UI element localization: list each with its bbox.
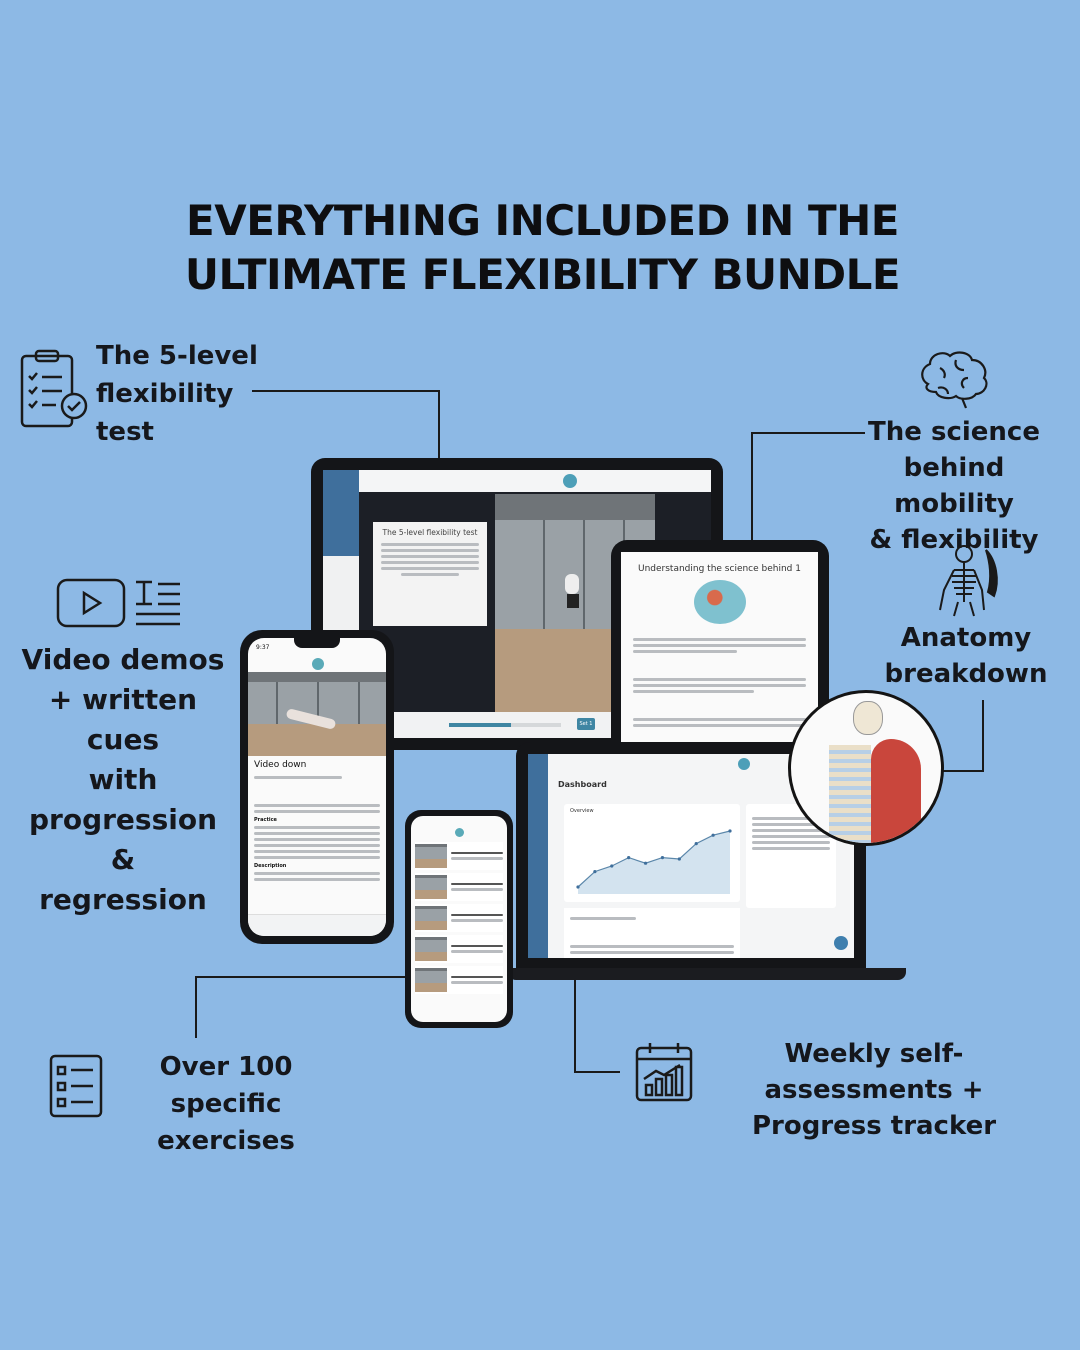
connector-line bbox=[252, 390, 440, 392]
exercise-list-item[interactable] bbox=[415, 873, 503, 901]
chart-point bbox=[627, 856, 631, 860]
chart-point bbox=[593, 870, 597, 874]
feature-video-line: + written cues bbox=[48, 683, 198, 756]
feature-tracker-line: Progress tracker bbox=[751, 1111, 997, 1141]
progress-chart bbox=[576, 829, 732, 894]
chart-point bbox=[660, 856, 665, 860]
connector-line bbox=[574, 1071, 620, 1073]
tablet-title: Understanding the science behind 1 bbox=[638, 564, 801, 574]
connector-line bbox=[942, 770, 984, 772]
connector-line bbox=[438, 390, 440, 458]
headline-line-1: EVERYTHING INCLUDED IN THE bbox=[186, 196, 899, 245]
phone-large: 9:37 Video down Practice Description bbox=[240, 630, 394, 944]
phone-small bbox=[405, 810, 513, 1028]
exercise-list-item[interactable] bbox=[415, 904, 503, 932]
connector-line bbox=[751, 432, 753, 540]
exercise-title: Video down bbox=[254, 760, 307, 770]
chart-point bbox=[576, 885, 580, 889]
feature-science-line: behind mobility bbox=[894, 453, 1014, 519]
status-time: 9:37 bbox=[256, 644, 270, 651]
video-progress-bar[interactable] bbox=[449, 723, 561, 727]
skeleton-icon bbox=[939, 545, 998, 617]
exercise-list-item[interactable] bbox=[415, 842, 503, 870]
logo-icon bbox=[738, 758, 750, 770]
connector-line bbox=[751, 432, 865, 434]
feature-science-line: The science bbox=[868, 417, 1040, 447]
feature-anatomy-line: Anatomy bbox=[900, 623, 1032, 653]
feature-test-line: The 5-level bbox=[96, 341, 258, 371]
laptop-base bbox=[508, 968, 906, 980]
chart-point bbox=[694, 842, 698, 846]
section-label: Practice bbox=[254, 817, 277, 823]
feature-anatomy-line: breakdown bbox=[884, 659, 1048, 689]
feature-tracker-line: Weekly self-assessments + bbox=[764, 1039, 984, 1105]
logo-icon bbox=[312, 658, 324, 670]
video-play-icon bbox=[56, 578, 180, 628]
chart-point bbox=[728, 829, 732, 833]
tab-bar[interactable] bbox=[248, 914, 386, 936]
calendar-chart-icon bbox=[635, 1043, 693, 1102]
chart-area bbox=[578, 831, 730, 894]
chart-point bbox=[610, 864, 614, 868]
anatomy-bubble bbox=[788, 690, 944, 846]
chart-title: Overview bbox=[570, 808, 594, 814]
feature-exercises-line: exercises bbox=[157, 1126, 295, 1156]
tablet: Understanding the science behind 1 bbox=[611, 540, 829, 762]
dashboard-title: Dashboard bbox=[558, 780, 607, 789]
feature-video-line: with bbox=[88, 763, 158, 796]
connector-line bbox=[195, 976, 197, 1038]
headline-line-2: ULTIMATE FLEXIBILITY BUNDLE bbox=[184, 250, 901, 299]
feature-test-line: flexibility bbox=[96, 379, 234, 409]
exercise-list-item[interactable] bbox=[415, 935, 503, 963]
set-button[interactable]: Set 1 bbox=[577, 718, 595, 730]
connector-line bbox=[574, 980, 576, 1073]
chart-point bbox=[643, 861, 648, 865]
test-card-title: The 5-level flexibility test bbox=[382, 528, 478, 537]
feature-test-line: test bbox=[96, 417, 154, 447]
chart-point bbox=[677, 857, 681, 861]
feature-video-line: progression & bbox=[28, 803, 218, 876]
logo-icon bbox=[563, 474, 577, 488]
brain-illustration bbox=[693, 580, 746, 624]
clipboard-check-icon bbox=[20, 349, 88, 428]
checklist-icon bbox=[49, 1054, 103, 1118]
test-card: The 5-level flexibility test bbox=[373, 522, 487, 626]
section-label: Description bbox=[254, 863, 287, 869]
chart-point bbox=[711, 833, 715, 837]
feature-exercises-line: Over 100 specific bbox=[159, 1052, 293, 1119]
chart-line bbox=[577, 830, 731, 888]
connector-line bbox=[982, 700, 984, 772]
connector-line bbox=[195, 976, 409, 978]
exercise-list-item[interactable] bbox=[415, 966, 503, 994]
brain-icon bbox=[921, 351, 988, 409]
chat-button[interactable] bbox=[834, 936, 848, 950]
feature-video-line: Video demos bbox=[21, 643, 225, 676]
feature-science-line: & flexibility bbox=[869, 525, 1039, 555]
feature-video-line: regression bbox=[39, 883, 207, 916]
logo-icon bbox=[455, 828, 464, 837]
